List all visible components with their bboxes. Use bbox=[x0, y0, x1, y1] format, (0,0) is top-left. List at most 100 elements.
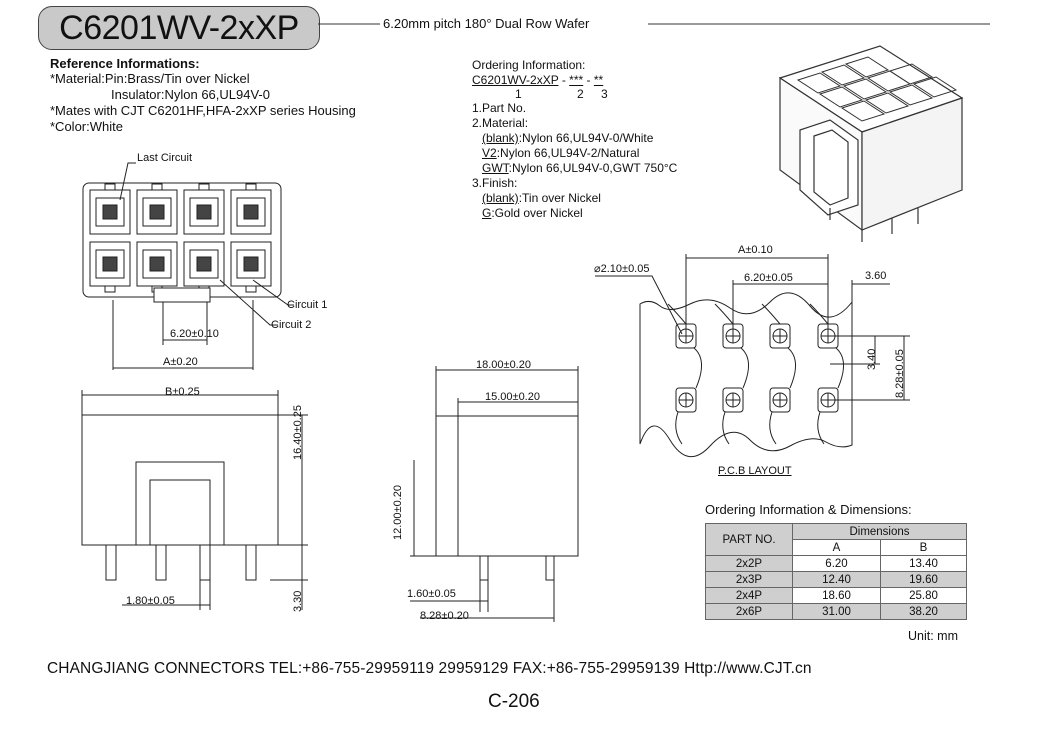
material-option: V2:Nylon 66,UL94V-2/Natural bbox=[482, 146, 640, 160]
dim-side-pin: 3.30 bbox=[292, 590, 304, 612]
cavity-inner bbox=[95, 249, 125, 279]
part-title-badge: C6201WV-2xXP bbox=[38, 6, 320, 50]
dim-pcb-hole: ⌀2.10±0.05 bbox=[594, 263, 650, 275]
pin-square bbox=[243, 256, 259, 272]
reference-info: Reference Informations: *Material:Pin:Br… bbox=[50, 56, 410, 135]
col-b: B bbox=[880, 539, 967, 556]
pcb-crosshair bbox=[679, 393, 693, 407]
dim-pcb-pitch: 6.20±0.05 bbox=[744, 272, 793, 284]
dim-pcb-a: A±0.10 bbox=[738, 244, 773, 256]
part-title: C6201WV-2xXP bbox=[59, 8, 299, 47]
cavity-inner bbox=[189, 249, 219, 279]
dim-end-18: 18.00±0.20 bbox=[476, 359, 531, 371]
front-view-drawing bbox=[82, 162, 294, 370]
pin-square bbox=[149, 256, 165, 272]
latch-tab bbox=[104, 183, 116, 191]
pcb-trace bbox=[675, 411, 683, 445]
pin-square bbox=[196, 256, 212, 272]
pin-square bbox=[243, 204, 259, 220]
ordering-heading: Ordering Information: bbox=[472, 58, 586, 72]
dim-side-height: 16.40±0.25 bbox=[292, 405, 304, 460]
latch-tab bbox=[198, 183, 210, 191]
pcb-trace bbox=[693, 347, 702, 389]
dim-pcb-8-28: 8.28±0.05 bbox=[894, 349, 906, 398]
dim-end-15: 15.00±0.20 bbox=[485, 391, 540, 403]
latch-tab bbox=[245, 183, 257, 191]
material-option: GWT:Nylon 66,UL94V-0,GWT 750°C bbox=[482, 161, 678, 175]
subtitle: 6.20mm pitch 180° Dual Row Wafer bbox=[383, 16, 590, 31]
ordering-line: 2.Material: bbox=[472, 116, 529, 130]
pcb-crosshair bbox=[726, 393, 740, 407]
reference-heading: Reference Informations: bbox=[50, 56, 200, 71]
side-view-drawing bbox=[81, 390, 308, 610]
dim-front-pitch: 6.20±0.10 bbox=[170, 328, 219, 340]
cavity-inner bbox=[142, 249, 172, 279]
dim-pcb-3-60: 3.60 bbox=[865, 270, 887, 282]
latch-tab bbox=[151, 183, 163, 191]
finish-option: (blank):Tin over Nickel bbox=[482, 191, 601, 205]
pcb-caption: P.C.B LAYOUT bbox=[718, 465, 792, 477]
label-circuit-2: Circuit 2 bbox=[271, 319, 312, 331]
finish-option: G:Gold over Nickel bbox=[482, 206, 583, 220]
connector-3d-view bbox=[778, 45, 964, 242]
label-circuit-1: Circuit 1 bbox=[287, 299, 328, 311]
pin-square bbox=[102, 256, 118, 272]
pcb-crosshair bbox=[726, 329, 740, 343]
pin-square bbox=[196, 204, 212, 220]
pcb-trace bbox=[722, 411, 730, 445]
latch-tab bbox=[104, 285, 116, 293]
dim-end-8-28: 8.28±0.20 bbox=[420, 610, 469, 622]
pcb-trace bbox=[769, 411, 777, 445]
pcb-crosshair bbox=[773, 393, 787, 407]
ordering-code: C6201WV-2xXP - *** - ** bbox=[472, 73, 604, 87]
cavity-inner bbox=[142, 197, 172, 227]
cavity-inner bbox=[189, 197, 219, 227]
label-last-circuit: Last Circuit bbox=[137, 152, 193, 164]
reference-line: *Color:White bbox=[50, 119, 123, 134]
pcb-trace bbox=[714, 303, 734, 325]
pcb-layout-drawing bbox=[595, 254, 910, 457]
cavity-inner bbox=[95, 197, 125, 227]
dim-front-a: A±0.20 bbox=[163, 356, 198, 368]
dim-end-12: 12.00±0.20 bbox=[392, 485, 404, 540]
latch-tab bbox=[245, 285, 257, 293]
cavity-inner bbox=[236, 249, 266, 279]
dim-pcb-3-40: 3.40 bbox=[866, 348, 878, 370]
pcb-trace bbox=[740, 347, 749, 389]
reference-line: Insulator:Nylon 66,UL94V-0 bbox=[111, 87, 270, 102]
material-option: (blank):Nylon 66,UL94V-0/White bbox=[482, 131, 654, 145]
ordering-info: Ordering Information: C6201WV-2xXP - ***… bbox=[472, 58, 742, 221]
ordering-code-index: 1 2 3 bbox=[515, 87, 608, 101]
dim-side-width: 1.80±0.05 bbox=[126, 595, 175, 607]
pin-square bbox=[149, 204, 165, 220]
unit-label: Unit: mm bbox=[908, 629, 958, 643]
pcb-trace bbox=[817, 411, 825, 445]
pcb-trace bbox=[761, 303, 781, 325]
pcb-crosshair bbox=[773, 329, 787, 343]
reference-line: *Material:Pin:Brass/Tin over Nickel bbox=[50, 71, 250, 86]
ordering-line: 3.Finish: bbox=[472, 176, 518, 190]
pcb-trace bbox=[787, 347, 796, 389]
header-rule bbox=[318, 23, 990, 25]
dim-side-b: B±0.25 bbox=[165, 386, 200, 398]
cavity-inner bbox=[236, 197, 266, 227]
pcb-trace bbox=[809, 303, 829, 325]
pcb-trace bbox=[667, 303, 687, 325]
reference-line: *Mates with CJT C6201HF,HFA-2xXP series … bbox=[50, 103, 356, 118]
pin-square bbox=[102, 204, 118, 220]
dims-table-title: Ordering Information & Dimensions: bbox=[705, 502, 912, 517]
dim-end-1-60: 1.60±0.05 bbox=[407, 588, 456, 600]
col-dimensions: Dimensions bbox=[792, 523, 967, 540]
col-a: A bbox=[792, 539, 881, 556]
footer-contact: CHANGJIANG CONNECTORS TEL:+86-755-299591… bbox=[47, 660, 812, 677]
pcb-crosshair bbox=[679, 329, 693, 343]
ordering-line: 1.Part No. bbox=[472, 101, 527, 115]
page-number: C-206 bbox=[488, 691, 540, 712]
col-part: PART NO. bbox=[705, 523, 793, 556]
end-view-drawing bbox=[410, 366, 579, 622]
